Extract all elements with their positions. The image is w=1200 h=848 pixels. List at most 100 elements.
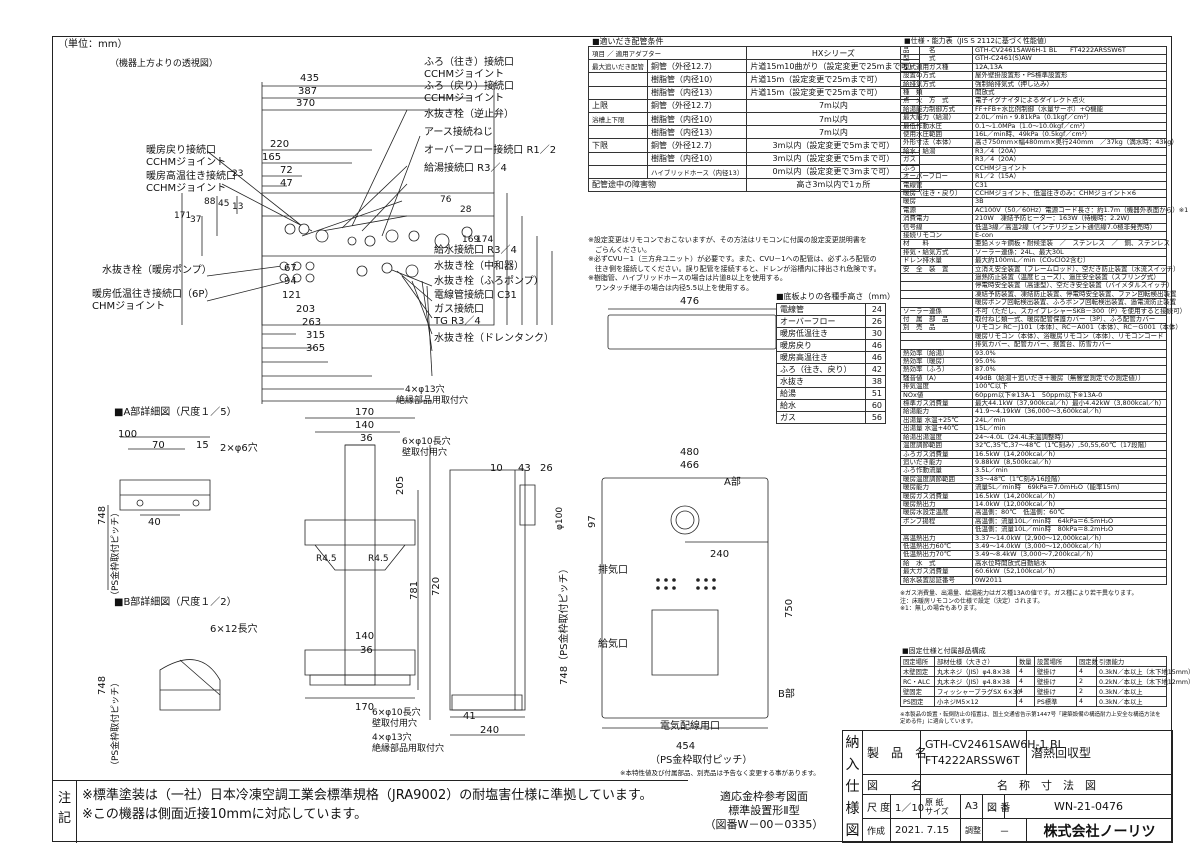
spec-label: ポンプ揚程: [900, 516, 973, 527]
pipe-cell: 銅管（外径12.7）: [646, 98, 748, 113]
front-dim-476: 476: [680, 296, 700, 307]
spec-value: 93.0%: [972, 348, 1167, 359]
pipe-cell: 最大追いだき配管: [588, 59, 648, 74]
spec-row: 暖房能力流量5L／min時 69kPa＝7.0mH₂O（能率15m）: [900, 483, 1167, 493]
note-1: ※標準塗装は（一社）日本冷凍空調工業会標準規格（JRA9002）の耐塩害仕様に準…: [82, 788, 653, 803]
bracket-dim-170: 170: [355, 407, 375, 418]
product-name-2: FT4222ARSSW6T: [925, 753, 1020, 767]
bracket-bot-wall: 壁取付用穴: [372, 719, 418, 729]
drawing-label: 図 名: [861, 774, 922, 795]
spec-value: 210W 凍結予防ヒーター：163W（待機時：2.2W）: [972, 214, 1167, 224]
pipe-head-item: 項目 ／ 適用アダプター: [587, 45, 748, 61]
dim-47: 47: [280, 178, 293, 189]
height-value: 46: [865, 351, 886, 364]
adapt-note-2: 標準設置形Ⅱ型: [728, 804, 800, 817]
title-side-label: 納入仕様図: [842, 730, 863, 843]
detail-a-title: ■A部詳細図（尺度１／5）: [114, 407, 237, 418]
height-value: 51: [865, 387, 886, 400]
height-label: ふろ（往き、戻り）: [775, 363, 867, 376]
side-view-drawing: [440, 455, 550, 755]
spec-row: ドレン排水量最大約100mL／min（CO₂ClO2含む）: [900, 256, 1167, 266]
fix-head: 固定場所: [900, 656, 935, 667]
label-heat-low-joint: CHMジョイント: [92, 301, 166, 312]
spec-label: ドレン排水量: [900, 256, 973, 266]
spec-value: 最大約100mL／min（CO₂ClO2含む）: [972, 256, 1167, 266]
pipe-cell: 樹脂管（内径13）: [646, 125, 748, 140]
bracket-bot-insul: 絶縁部品用取付穴: [372, 744, 445, 754]
bracket-slot-10: 6×φ10長穴: [402, 437, 451, 447]
fix-head-row: 固定場所部材仕様（大きさ）数量設置場所固定数引張能力: [900, 656, 1167, 667]
side-dim-41: 41: [463, 711, 476, 722]
pipe-note: ごらんください。: [588, 245, 651, 254]
front-dim-466: 466: [680, 460, 700, 471]
bracket-dim-205: 205: [395, 475, 406, 495]
spec-label: ガス: [900, 155, 973, 165]
fix-cell: PS固定: [900, 696, 935, 707]
spec-value: 3.5L／min: [972, 466, 1167, 476]
detail-b-title: ■B部詳細図（尺度１／2）: [114, 597, 237, 608]
label-b-part: B部: [778, 689, 795, 700]
fix-note: ※本製品の設置・転倒防止の措置は、国土交通省告示第1447号「建築設備の構造耐力…: [900, 712, 1161, 725]
height-label: 給湯: [775, 387, 867, 400]
spec-label: [900, 525, 973, 535]
detail-a-pitch: （PS金枠取付ピッチ）: [111, 507, 121, 600]
adapt-note: 適応金枠参考図面 標準設置形Ⅱ型 （図番W－00－0335）: [688, 790, 840, 832]
spec-label: [900, 281, 973, 291]
dim-28: 28: [460, 205, 472, 215]
spec-value: 2.0L／min・9.81kPa（0.1kgf／cm²）: [972, 113, 1167, 123]
dim-45: 45: [218, 199, 230, 209]
pipe-cell: 片道15m10曲がり（設定変更で25mまで可）: [746, 59, 921, 74]
label-bath-out: ふろ（往き）接続口: [424, 57, 514, 68]
pipe-cell: 上限: [588, 98, 648, 113]
bracket-dim-36: 36: [360, 433, 373, 444]
pipe-cell: 7m以内: [746, 125, 921, 140]
pipe-last-value: 高さ3m以内で1ヵ所: [746, 177, 921, 193]
label-heat-high: 暖房高温往き接続口: [146, 171, 236, 182]
fix-cell: 0.2kN／本以上（木下地12mm）: [1096, 676, 1194, 687]
side-dim-240: 240: [480, 725, 500, 736]
pipe-cell: 銅管（外径12.7）: [646, 59, 748, 74]
bracket-wall-holes: 壁取付用穴: [402, 448, 448, 458]
dim-263: 263: [302, 317, 322, 328]
front-dim-240: 240: [710, 549, 730, 560]
detail-a-holes: 2×φ6穴: [220, 443, 258, 454]
pipe-table: 項目 ／ 適用アダプター HXシリーズ 最大追いだき配管銅管（外径12.7）片道…: [587, 45, 921, 193]
front-top-outline: [604, 305, 780, 355]
fix-head: 部材仕様（大きさ）: [934, 656, 1017, 667]
fix-cell: 0.3kN／本以上: [1096, 696, 1167, 707]
spec-label: 暖房水設定温度: [900, 508, 973, 518]
top-view-drawing: [52, 36, 612, 406]
spec-note: ※ガス消費量、出湯量、給湯能力はガス種13Aの値です。ガス種により若干異なります…: [900, 590, 1138, 597]
pipe-cell: 片道15m（設定変更で25mまで可）: [746, 72, 921, 87]
spec-label: 温度調節範囲: [900, 441, 973, 451]
pipe-note: ※樹脂管、ハイブリッドホースの場合は片道8以上を使用する。: [588, 274, 787, 282]
spec-label: 安 全 装 置: [900, 264, 973, 274]
bracket-dim-781: 781: [409, 580, 420, 600]
label-intake: 給気口: [598, 639, 628, 650]
pipe-cell: 樹脂管（内径10）: [646, 151, 748, 166]
bracket-dim-140: 140: [355, 420, 375, 431]
dim-365: 365: [306, 343, 326, 354]
height-value: 30: [865, 327, 886, 340]
spec-label: 別 売 品: [900, 323, 973, 333]
label-cable-port: 電気配線用口: [660, 721, 720, 732]
spec-value: 亜鉛メッキ鋼板・耐候塗装 ／ ステンレス ／ 銅、ステンレス: [972, 239, 1170, 249]
label-exhaust: 排気口: [598, 565, 628, 576]
pipe-head-hx: HXシリーズ: [746, 45, 921, 61]
bracket-bot-36: 36: [360, 645, 373, 656]
label-heat-return-joint: CCHMジョイント: [146, 157, 227, 168]
pipe-cell: 7m以内: [746, 111, 921, 127]
spec-value: 15L／min: [972, 424, 1167, 434]
pipe-table-title: ■適いだき配管条件: [592, 37, 664, 46]
date-label: 作成: [862, 818, 891, 843]
spec-value: 100℃以下: [972, 382, 1167, 392]
label-drain-tank: 水抜き栓（ドレンタンク）: [434, 333, 554, 344]
dim-13: 13: [232, 202, 244, 212]
side-dim-43: 43: [518, 463, 531, 474]
spec-value: GTH-CV2461SAW6H-1 BL FT4222ARSSW6T: [972, 45, 1167, 56]
dim-37: 37: [190, 215, 202, 225]
